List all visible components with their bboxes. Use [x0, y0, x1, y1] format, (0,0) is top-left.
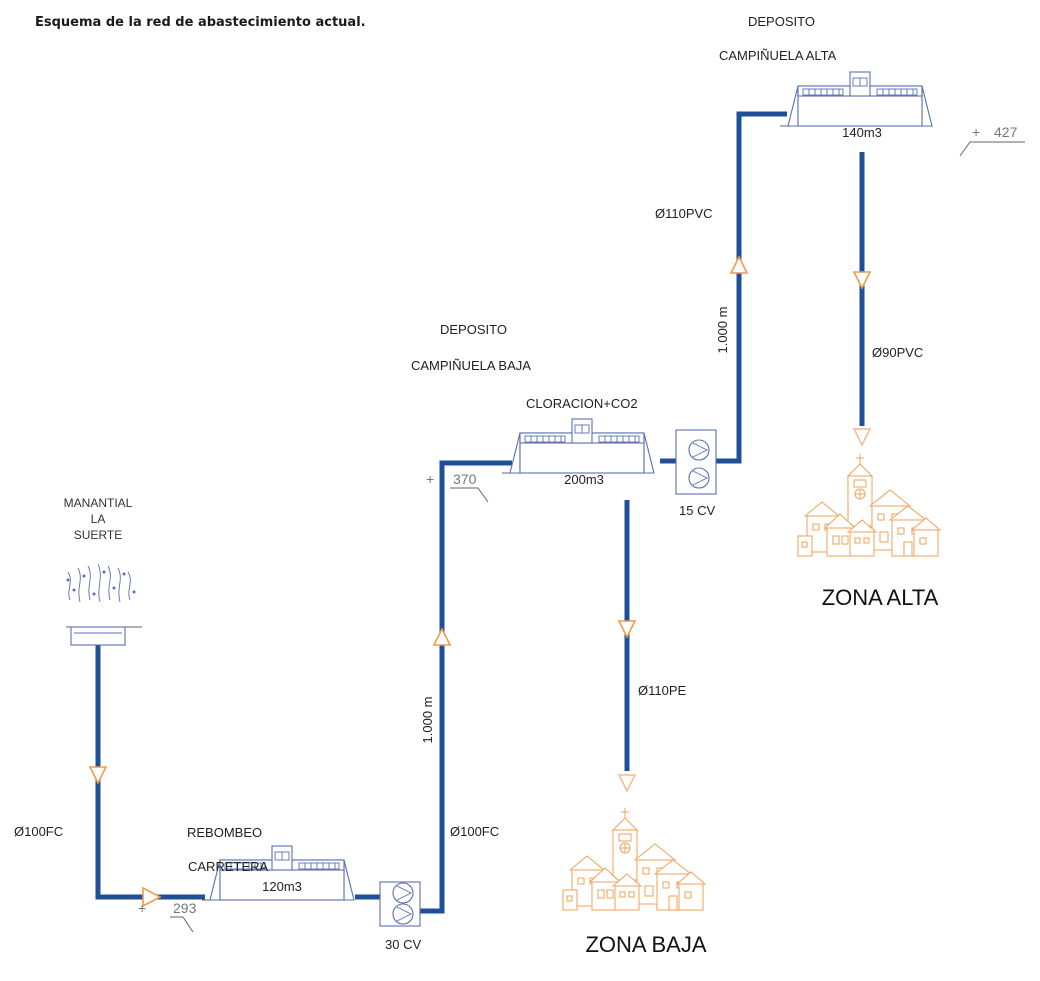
- manantial-label-1: MANANTIAL: [64, 496, 133, 510]
- zona-baja-label: ZONA BAJA: [585, 932, 706, 957]
- manantial-label-3: SUERTE: [74, 528, 122, 542]
- rebombeo-elevation: 293: [173, 900, 197, 916]
- pipe-length-rebombeo-baja: 1.000 m: [420, 697, 435, 744]
- rebombeo-volume: 120m3: [262, 879, 302, 894]
- elevation-marker: [170, 916, 194, 933]
- rebombeo-elevation-sign: +: [138, 900, 146, 916]
- manantial-label-2: LA: [91, 512, 106, 526]
- elevation-marker: [959, 141, 1025, 157]
- pump-icon: [688, 467, 710, 489]
- flow-arrow: [142, 886, 162, 908]
- town-icon: [797, 453, 941, 557]
- elevation-marker: [450, 487, 489, 503]
- pipe-baja-alta: [716, 111, 787, 464]
- alta-label-2: CAMPIÑUELA ALTA: [719, 48, 837, 63]
- flow-arrow: [432, 627, 452, 646]
- flow-arrow: [88, 766, 108, 785]
- flow-arrow: [852, 428, 872, 447]
- rebombeo-label-2: CARRETERA: [188, 859, 269, 874]
- alta-elevation-sign: +: [972, 124, 980, 140]
- baja-volume: 200m3: [564, 472, 604, 487]
- pipe-label-rebombeo-baja: Ø100FC: [450, 824, 499, 839]
- alta-reservoir-icon: [779, 71, 933, 127]
- pipe-length-baja-alta: 1.000 m: [715, 307, 730, 354]
- pipe-label-manantial: Ø100FC: [14, 824, 63, 839]
- baja-power: 15 CV: [679, 503, 715, 518]
- pipe-label-alta-zona: Ø90PVC: [872, 345, 923, 360]
- flow-arrow: [617, 620, 637, 639]
- alta-volume: 140m3: [842, 125, 882, 140]
- pump-icon: [392, 882, 414, 904]
- pipe-label-baja-alta: Ø110PVC: [655, 206, 713, 221]
- baja-treatment: CLORACION+CO2: [526, 396, 638, 411]
- zona-alta-label: ZONA ALTA: [822, 585, 939, 610]
- pump-icon: [688, 439, 710, 461]
- pipe-label-baja-zona: Ø110PE: [638, 683, 687, 698]
- town-icon: [562, 807, 706, 911]
- baja-label-1: DEPOSITO: [440, 322, 507, 337]
- rebombeo-label-1: REBOMBEO: [187, 825, 262, 840]
- baja-reservoir-icon: [501, 418, 655, 474]
- baja-label-2: CAMPIÑUELA BAJA: [411, 358, 531, 373]
- spring-icon: [66, 563, 142, 646]
- pump-icon: [392, 903, 414, 925]
- alta-elevation: 427: [994, 124, 1018, 140]
- pipe-manantial-rebombeo: [95, 632, 205, 900]
- rebombeo-power: 30 CV: [385, 937, 421, 952]
- pipe-rebombeo-baja: [418, 460, 512, 914]
- flow-arrow: [617, 774, 637, 793]
- flow-arrow: [729, 255, 749, 274]
- flow-arrow: [852, 271, 872, 290]
- baja-elevation: 370: [453, 471, 477, 487]
- diagram-title: Esquema de la red de abastecimiento actu…: [35, 15, 366, 30]
- alta-label-1: DEPOSITO: [748, 14, 815, 29]
- baja-elevation-sign: +: [426, 471, 434, 487]
